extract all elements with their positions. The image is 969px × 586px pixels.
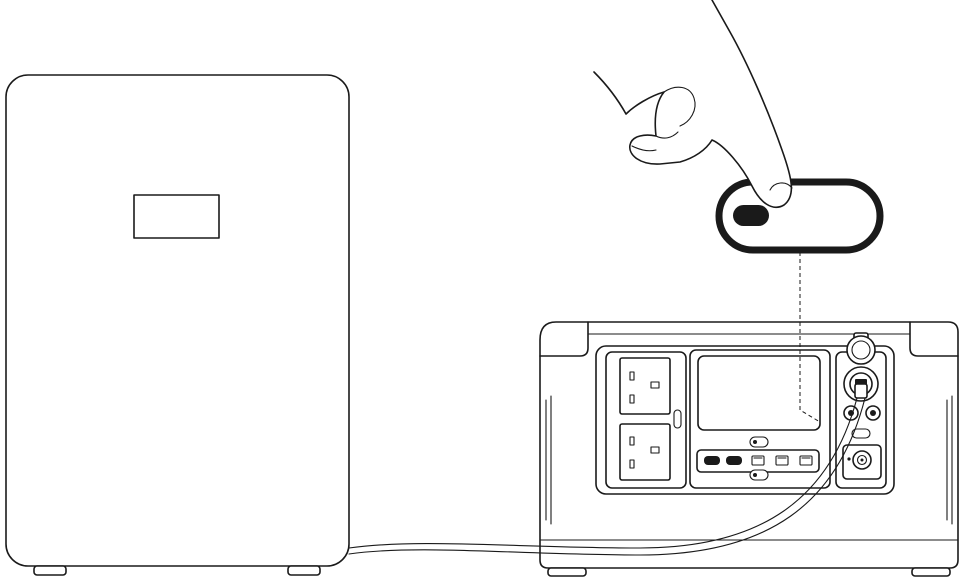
dc-button[interactable]	[851, 428, 871, 439]
lcd-screen	[697, 355, 821, 431]
station-handle-right	[909, 321, 959, 357]
cable-plug	[854, 383, 868, 399]
callout-leader	[799, 252, 821, 423]
usb-c-port[interactable]	[726, 456, 742, 465]
cable-line-a	[348, 397, 858, 549]
ac-outlet-icon[interactable]	[619, 423, 671, 481]
ac-switch[interactable]	[673, 409, 682, 429]
finger-press-icon	[593, 0, 793, 209]
usb-a-port[interactable]	[751, 455, 765, 466]
front-panel	[595, 345, 895, 495]
hand-outline	[593, 0, 793, 209]
appliance-display	[133, 194, 220, 239]
station-side-vents-left	[545, 395, 552, 525]
appliance	[5, 74, 350, 576]
zoomed-button-outline	[715, 178, 884, 254]
power-station	[539, 321, 959, 577]
usb-button[interactable]	[749, 469, 769, 481]
knuckle-line	[663, 86, 696, 127]
appliance-foot-left	[33, 565, 67, 576]
center-module	[689, 349, 831, 489]
thumbnail	[631, 145, 657, 152]
ac-outlet-module	[605, 351, 687, 489]
appliance-foot-right	[287, 565, 321, 576]
power-button-icon[interactable]	[733, 205, 769, 226]
appliance-body	[5, 74, 350, 567]
usb-a-port[interactable]	[775, 455, 789, 466]
station-side-vents-right	[946, 395, 953, 525]
power-cable	[348, 383, 868, 556]
station-foot-left	[547, 567, 587, 577]
station-foot-right	[911, 567, 951, 577]
thumb-crease	[655, 131, 679, 139]
display-button[interactable]	[749, 436, 769, 448]
fingernail	[769, 182, 793, 191]
ac-outlet-icon[interactable]	[619, 357, 671, 415]
usb-c-port[interactable]	[704, 456, 720, 465]
usb-button-dot	[753, 473, 757, 477]
display-button-dot	[753, 440, 757, 444]
usb-a-port[interactable]	[799, 455, 813, 466]
station-handle-left	[539, 321, 589, 357]
dc-module	[835, 332, 887, 489]
cable-line-b	[348, 397, 866, 556]
zoomed-button	[715, 178, 884, 254]
